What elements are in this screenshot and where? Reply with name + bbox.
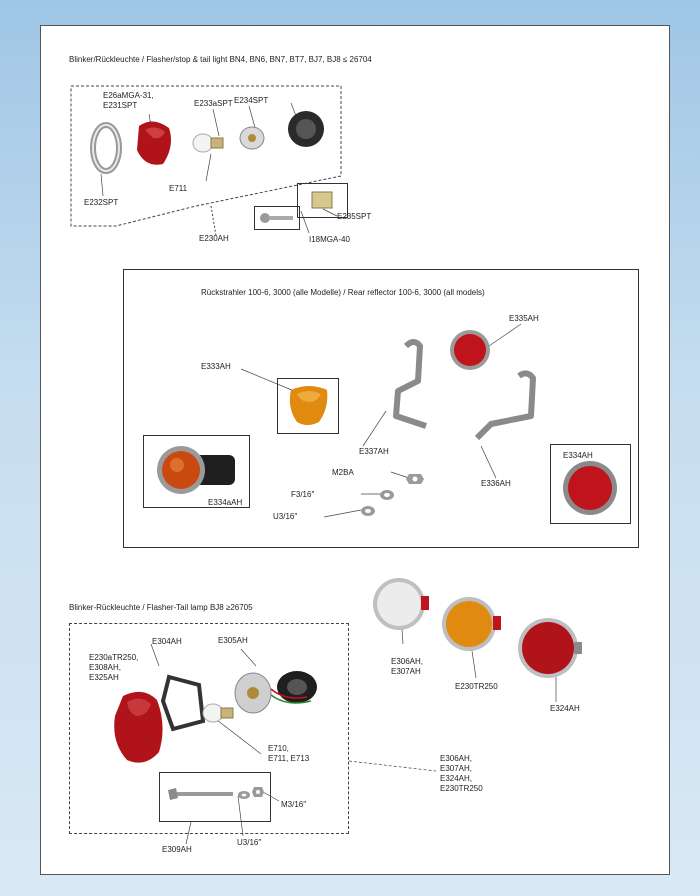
label-e306ah: E306AH, E307AH: [391, 657, 424, 676]
washer-u316-b-image: [238, 791, 250, 799]
nut-m2ba-image: [406, 474, 424, 484]
clear-lamp-image: [373, 578, 429, 630]
label-e334ah: E334AH: [563, 451, 593, 460]
label-e710: E710, E711, E713: [268, 744, 310, 763]
section-heading-rear-reflector: Rückstrahler 100-6, 3000 (alle Modelle) …: [201, 288, 485, 297]
bolt-kit-box: [159, 772, 271, 822]
label-e333ah: E333AH: [201, 362, 231, 371]
label-u316b: U3/16″: [237, 838, 262, 847]
section-heading-flasher-tail-lamp: Blinker-Rückleuchte / Flasher-Tail lamp …: [69, 603, 253, 612]
bolt-image: [168, 788, 233, 800]
red-reflector-image: [563, 461, 617, 515]
label-e234spt: E234SPT: [234, 96, 269, 105]
rubber-gasket-image: [288, 111, 324, 147]
label-e304ah: E304AH: [152, 637, 182, 646]
section-heading-flasher-stop-tail: Blinker/Rückleuchte / Flasher/stop & tai…: [69, 55, 372, 64]
clip-box: [297, 183, 348, 218]
label-e334aah: E334aAH: [208, 498, 243, 507]
bracket-long-image: [474, 370, 536, 441]
bezel-ring-image: [90, 122, 122, 174]
screw-image: [260, 213, 293, 223]
label-e337ah: E337AH: [359, 447, 389, 456]
label-i18mga: I18MGA-40: [309, 235, 350, 244]
label-e309ah: E309AH: [162, 845, 192, 854]
section2-leaders: [240, 323, 522, 518]
washer-u316-image: [361, 506, 375, 516]
red-tail-lens-image: [114, 691, 163, 763]
red-reflector-round-image: [450, 330, 490, 370]
label-e335ah: E335AH: [509, 314, 539, 323]
amber-reflector-image: [289, 386, 328, 425]
clip-image: [311, 191, 333, 209]
label-e336ah: E336AH: [481, 479, 511, 488]
section1-outlines: [70, 85, 342, 237]
bulb-image: [192, 133, 224, 153]
label-e230tr250: E230TR250: [455, 682, 498, 691]
label-e324ah: E324AH: [550, 704, 580, 713]
red-lens-image: [137, 121, 171, 165]
lamp-body-image: [234, 671, 317, 714]
label-e232spt: E232SPT: [84, 198, 119, 207]
label-e235spt: E235SPT: [337, 212, 372, 221]
tail-bulb-image: [202, 703, 234, 723]
amber-reflector-box: [277, 378, 339, 434]
label-m2ba: M2BA: [332, 468, 354, 477]
washer-f316-image: [380, 490, 394, 500]
amber-lamp-image: [442, 597, 501, 651]
bracket-short-image: [393, 339, 427, 429]
label-e305ah: E305AH: [218, 636, 248, 645]
red-reflector-box: [550, 444, 631, 524]
catalog-page: Blinker/Rückleuchte / Flasher/stop & tai…: [40, 25, 670, 875]
label-e711: E711: [169, 184, 188, 193]
label-e230atr250: E230aTR250, E308AH, E325AH: [89, 653, 139, 682]
tail-lamp-group-outline: [69, 623, 349, 834]
label-m316: M3/16″: [281, 800, 307, 809]
red-lamp-image: [518, 618, 582, 678]
rear-reflector-panel: [123, 269, 639, 548]
label-e233aspt: E233aSPT: [194, 99, 233, 108]
label-e230ah: E230AH: [199, 234, 229, 243]
screw-box: [254, 206, 300, 230]
nut-m316-image: [252, 787, 264, 797]
bulb-holder-image: [239, 126, 265, 150]
reflector-assembly-box: [143, 435, 250, 508]
gasket-plate-image: [160, 674, 206, 732]
label-f316: F3/16″: [291, 490, 315, 499]
label-group: E306AH, E307AH, E324AH, E230TR250: [440, 754, 483, 793]
label-e26amga: E26aMGA-31, E231SPT: [103, 91, 154, 110]
label-u316: U3/16″: [273, 512, 298, 521]
reflector-assembly-image: [157, 446, 235, 494]
